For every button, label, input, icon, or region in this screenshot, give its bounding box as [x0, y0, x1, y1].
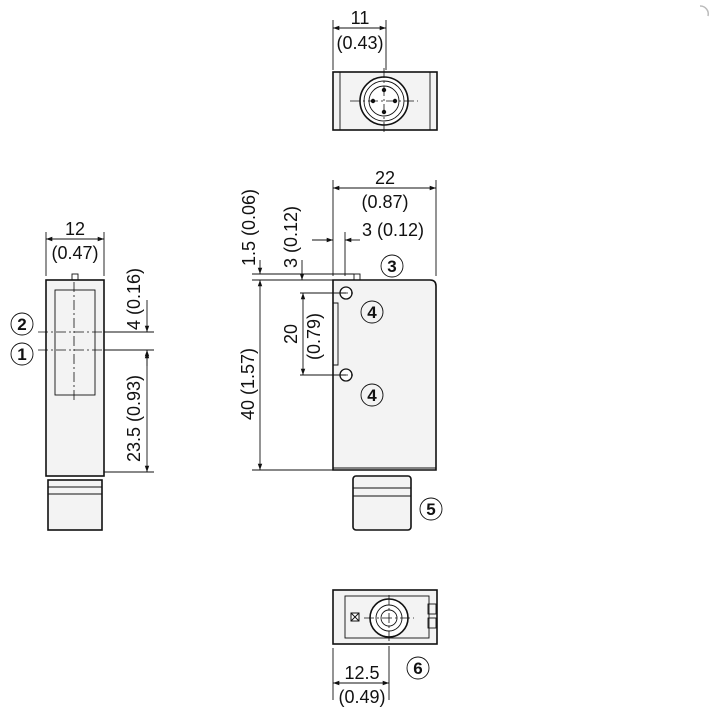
corner-mark	[699, 5, 709, 17]
callout-3: 3	[387, 257, 396, 276]
side-view: 12 (0.47) 4 (0.16) 23.5 (0.93) 2 1	[10, 219, 154, 531]
front-view: 22 (0.87) 3 (0.12) 1.5 (0.06) 3 (0.12) 2…	[238, 168, 443, 531]
front-offset-label: 3 (0.12)	[362, 220, 424, 240]
bottom-offset-in: (0.49)	[338, 687, 385, 707]
callout-6: 6	[413, 659, 422, 678]
side-view-body	[45, 279, 105, 477]
bottom-offset-mm: 12.5	[344, 663, 379, 683]
side-width-in: (0.47)	[51, 243, 98, 263]
callout-4-top: 4	[367, 303, 377, 322]
top-width-mm: 11	[351, 8, 370, 28]
front-hole-spacing-mm: 20	[281, 324, 301, 344]
front-height-label: 40 (1.57)	[238, 348, 258, 420]
top-width-in: (0.43)	[336, 33, 383, 53]
side-view-connector	[47, 479, 103, 531]
side-axis-height-label: 23.5 (0.93)	[124, 375, 144, 462]
front-top-gap-label: 1.5 (0.06)	[239, 189, 259, 266]
front-width-mm: 22	[375, 168, 395, 188]
side-offset-label: 4 (0.16)	[124, 268, 144, 330]
side-width-mm: 12	[65, 219, 85, 239]
callout-4-bottom: 4	[367, 386, 377, 405]
callout-2: 2	[17, 315, 26, 334]
front-view-connector	[352, 475, 412, 531]
front-width-in: (0.87)	[361, 192, 408, 212]
bottom-view: 12.5 (0.49) 6	[332, 589, 438, 707]
callout-5: 5	[426, 500, 435, 519]
top-view: 11 (0.43)	[332, 8, 438, 134]
callout-1: 1	[17, 345, 26, 364]
front-hole-spacing-in: (0.79)	[304, 313, 324, 360]
front-top-gap2-label: 3 (0.12)	[281, 206, 301, 268]
front-view-body	[332, 279, 437, 471]
